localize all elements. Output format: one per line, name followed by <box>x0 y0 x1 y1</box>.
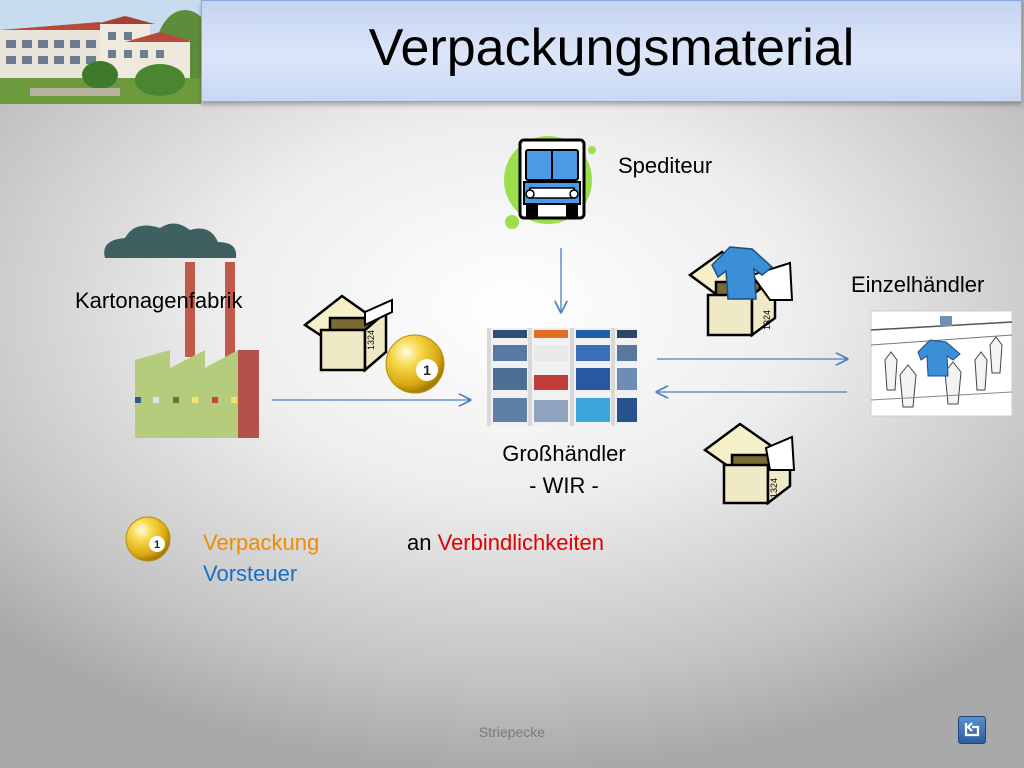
billiard-ball-icon: 1 <box>385 334 445 394</box>
school-building-photo <box>0 0 201 104</box>
back-button[interactable] <box>958 716 986 744</box>
label-spediteur: Spediteur <box>618 153 713 178</box>
store-sketch-icon <box>870 310 1013 417</box>
label-grosshaendler-wir: - WIR - <box>529 473 599 498</box>
footer-author: Striepecke <box>478 724 546 740</box>
label-einzelhaendler: Einzelhändler <box>851 272 985 297</box>
label-kartonagenfabrik: Kartonagenfabrik <box>75 288 243 313</box>
billiard-ball-small-icon: 1 <box>125 516 171 562</box>
factory-icon <box>104 223 259 438</box>
svg-text:1: 1 <box>154 539 160 551</box>
booking-debit-vorsteuer: Vorsteuer <box>203 561 298 586</box>
box-icon-empty: 1324 <box>702 422 796 506</box>
svg-text:1324: 1324 <box>366 330 376 350</box>
truck-icon <box>504 136 596 229</box>
label-grosshaendler: Großhändler <box>502 441 626 466</box>
svg-text:1324: 1324 <box>762 310 772 330</box>
svg-text:1324: 1324 <box>769 478 779 498</box>
box-icon-clothes: 1324 <box>687 246 794 338</box>
booking-an-word: an <box>407 530 432 555</box>
back-arrow-icon <box>964 722 980 737</box>
booking-debit-verpackung: Verpackung <box>203 530 320 555</box>
title-bar <box>201 0 1022 102</box>
clothing-shelf-photo <box>487 328 637 426</box>
slide-title: Verpackungsmaterial <box>368 19 855 77</box>
svg-text:1: 1 <box>423 362 431 378</box>
booking-credit-verbindlichkeiten: Verbindlichkeiten <box>437 530 604 555</box>
box-icon-factory: 1324 <box>302 294 393 373</box>
booking-an: an Verbindlichkeiten <box>407 530 604 556</box>
